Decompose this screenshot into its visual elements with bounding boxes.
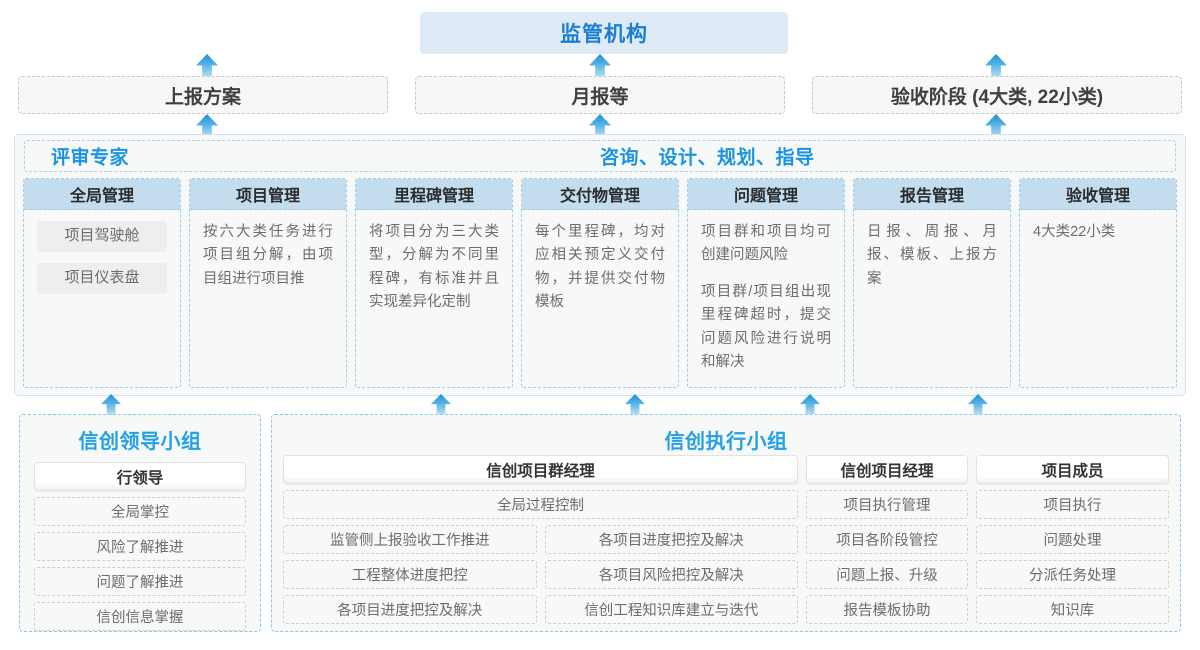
column-body-issue: 项目群和项目均可创建问题风险 项目群/项目组出现里程碑超时，提交问题风险进行说明…: [688, 210, 844, 383]
management-column-project: 项目管理 按六大类任务进行项目组分解，由项目组进行项目推: [189, 178, 347, 388]
management-column-acceptance: 验收管理 4大类22小类: [1019, 178, 1177, 388]
management-column-global: 全局管理 项目驾驶舱 项目仪表盘: [23, 178, 181, 388]
column-body-milestone: 将项目分为三大类型，分解为不同里程碑，有标准并且实现差异化定制: [356, 210, 512, 323]
column-body-global: 项目驾驶舱 项目仪表盘: [24, 210, 180, 313]
arrow-up-to-regulator-center: [589, 54, 611, 78]
submission-box-plan: 上报方案: [18, 76, 388, 114]
submission-label-acceptance: 验收阶段 (4大类, 22小类): [890, 86, 1104, 108]
column-body-acceptance: 4大类22小类: [1020, 210, 1176, 252]
management-column-report: 报告管理 日报、周报、月报、模板、上报方案: [853, 178, 1011, 388]
project-manager-block: 信创项目经理 项目执行管理 项目各阶段管控 问题上报、升级 报告模板协助: [806, 455, 968, 624]
column-title-acceptance: 验收管理: [1020, 179, 1176, 210]
column-text: 按六大类任务进行项目组分解，由项目组进行项目推: [203, 224, 333, 287]
leadership-item-3[interactable]: 问题了解推进: [34, 567, 246, 596]
column-text: 每个里程碑，均对应相关预定义交付物，并提供交付物模板: [535, 224, 665, 311]
leadership-item-1[interactable]: 全局掌控: [34, 497, 246, 526]
management-column-deliverable: 交付物管理 每个里程碑，均对应相关预定义交付物，并提供交付物模板: [521, 178, 679, 388]
leadership-item-2[interactable]: 风险了解推进: [34, 532, 246, 561]
pill-project-cockpit[interactable]: 项目驾驶舱: [37, 221, 167, 252]
column-text: 项目群/项目组出现里程碑超时，提交问题风险进行说明和解决: [701, 283, 831, 371]
project-member-item-1[interactable]: 项目执行: [976, 490, 1169, 519]
execution-group-title: 信创执行小组: [664, 431, 788, 453]
program-manager-b-2[interactable]: 各项目风险把控及解决: [544, 560, 798, 589]
arrow-up-leadership: [101, 394, 121, 415]
management-column-issue: 问题管理 项目群和项目均可创建问题风险 项目群/项目组出现里程碑超时，提交问题风…: [687, 178, 845, 388]
program-manager-a-2[interactable]: 工程整体进度把控: [283, 560, 537, 589]
program-manager-b-3[interactable]: 信创工程知识库建立与迭代: [544, 595, 798, 624]
arrow-up-to-regulator-right: [985, 54, 1007, 78]
project-manager-role-card[interactable]: 信创项目经理: [806, 455, 968, 484]
column-body-project: 按六大类任务进行项目组分解，由项目组进行项目推: [190, 210, 346, 299]
program-manager-b-1[interactable]: 各项目进度把控及解决: [544, 525, 798, 554]
arrow-up-to-regulator-left: [196, 54, 218, 78]
arrow-up-exec-1: [431, 394, 451, 415]
role-review-expert: 评审专家: [51, 147, 130, 169]
column-text: 项目群和项目均可创建问题风险: [701, 224, 831, 264]
management-roles-header: 评审专家 咨询、设计、规划、指导: [24, 140, 1176, 172]
arrow-up-exec-2: [625, 394, 645, 415]
column-title-global: 全局管理: [24, 179, 180, 210]
regulator-label: 监管机构: [560, 23, 648, 46]
regulator-banner: 监管机构: [420, 12, 788, 54]
project-manager-item-1[interactable]: 项目执行管理: [806, 490, 968, 519]
submission-box-acceptance: 验收阶段 (4大类, 22小类): [812, 76, 1182, 114]
project-manager-item-4[interactable]: 报告模板协助: [806, 595, 968, 624]
column-body-deliverable: 每个里程碑，均对应相关预定义交付物，并提供交付物模板: [522, 210, 678, 323]
project-member-item-2[interactable]: 问题处理: [976, 525, 1169, 554]
project-member-item-3[interactable]: 分派任务处理: [976, 560, 1169, 589]
leadership-role-card[interactable]: 行领导: [34, 462, 246, 491]
project-manager-item-2[interactable]: 项目各阶段管控: [806, 525, 968, 554]
role-consulting: 咨询、设计、规划、指导: [600, 147, 815, 169]
pill-project-dashboard[interactable]: 项目仪表盘: [37, 263, 167, 294]
program-manager-block: 信创项目群经理 全局过程控制 监管侧上报验收工作推进 工程整体进度把控 各项目进…: [283, 455, 798, 624]
program-manager-role-card[interactable]: 信创项目群经理: [283, 455, 798, 484]
program-manager-a-3[interactable]: 各项目进度把控及解决: [283, 595, 537, 624]
management-column-milestone: 里程碑管理 将项目分为三大类型，分解为不同里程碑，有标准并且实现差异化定制: [355, 178, 513, 388]
arrow-up-exec-4: [968, 394, 988, 415]
leadership-item-4[interactable]: 信创信息掌握: [34, 602, 246, 631]
project-manager-item-3[interactable]: 问题上报、升级: [806, 560, 968, 589]
column-title-milestone: 里程碑管理: [356, 179, 512, 210]
column-text: 将项目分为三大类型，分解为不同里程碑，有标准并且实现差异化定制: [369, 224, 499, 311]
project-member-item-4[interactable]: 知识库: [976, 595, 1169, 624]
project-member-block: 项目成员 项目执行 问题处理 分派任务处理 知识库: [976, 455, 1169, 624]
leadership-group-title: 信创领导小组: [78, 431, 202, 453]
column-text: 4大类22小类: [1033, 224, 1116, 240]
submission-label-monthly: 月报等: [571, 86, 629, 108]
project-member-role-card[interactable]: 项目成员: [976, 455, 1169, 484]
column-text: 日报、周报、月报、模板、上报方案: [867, 224, 997, 287]
column-body-report: 日报、周报、月报、模板、上报方案: [854, 210, 1010, 299]
leadership-group-panel: 信创领导小组 行领导 全局掌控 风险了解推进 问题了解推进 信创信息掌握: [19, 414, 261, 632]
program-manager-wide-item[interactable]: 全局过程控制: [283, 490, 798, 519]
submission-box-monthly: 月报等: [415, 76, 785, 114]
column-title-deliverable: 交付物管理: [522, 179, 678, 210]
program-manager-a-1[interactable]: 监管侧上报验收工作推进: [283, 525, 537, 554]
arrow-up-exec-3: [800, 394, 820, 415]
column-title-report: 报告管理: [854, 179, 1010, 210]
submission-label-plan: 上报方案: [164, 86, 241, 108]
column-title-project: 项目管理: [190, 179, 346, 210]
column-title-issue: 问题管理: [688, 179, 844, 210]
